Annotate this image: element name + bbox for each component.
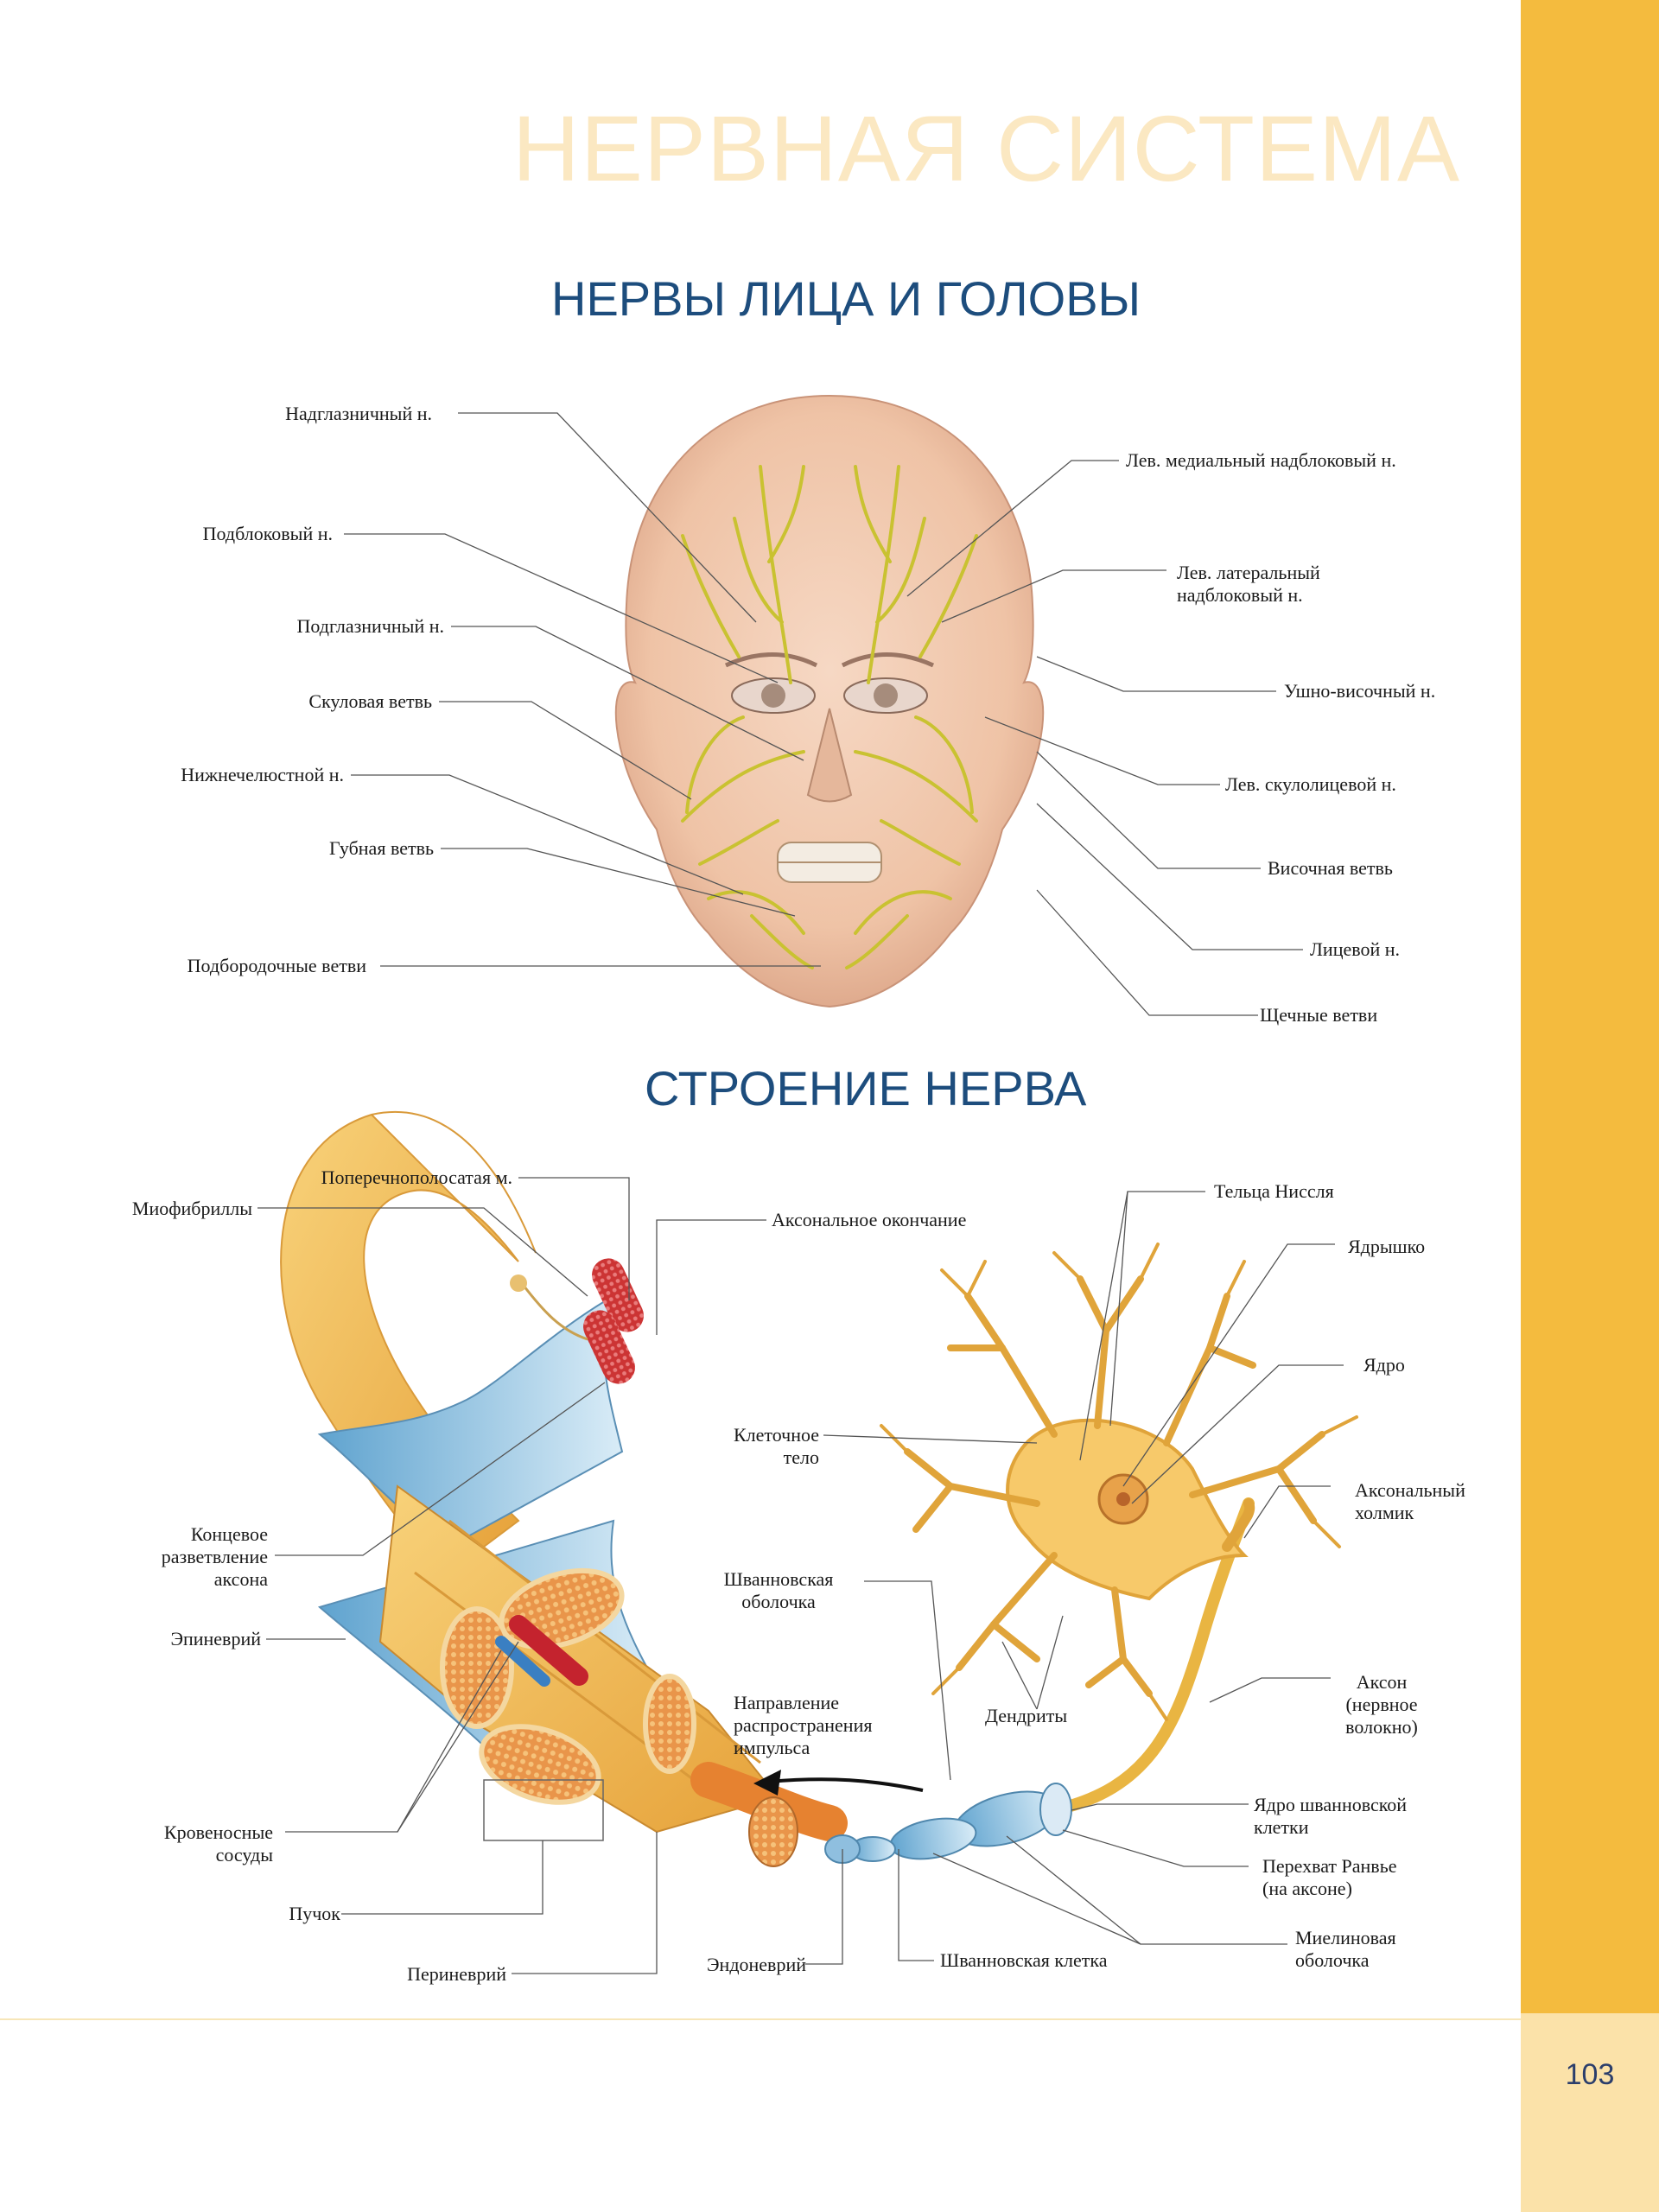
label-impulse-direction-line3: импульса	[734, 1737, 810, 1758]
blood-vessel-red	[509, 1615, 588, 1686]
label-auriculotemporal-nerve: Ушно-височный н.	[1284, 680, 1436, 702]
label-infratrochlear-nerve: Подблоковый н.	[202, 523, 333, 544]
label-axon-terminal: Аксональное окончание	[772, 1209, 967, 1230]
side-accent-bar-footer	[1521, 2013, 1659, 2212]
facial-nerves	[681, 465, 978, 969]
label-buccal-branches: Щечные ветви	[1260, 1004, 1378, 1026]
face-illustration	[614, 394, 1045, 1008]
label-medial-supratrochlear-nerve: Лев. медиальный надблоковый н.	[1126, 449, 1396, 471]
label-axon-line2: (нервное	[1345, 1694, 1418, 1715]
side-accent-bar	[1521, 0, 1659, 2013]
nerve-leader-lines	[257, 1177, 1344, 1974]
label-impulse-direction-line1: Направление	[734, 1692, 840, 1713]
neuron-nucleolus	[1116, 1492, 1130, 1506]
label-cell-body-line1: Клеточное	[733, 1424, 819, 1446]
label-schwann-cell: Шванновская клетка	[940, 1949, 1108, 1971]
nose	[806, 708, 853, 803]
label-myofibrils: Миофибриллы	[131, 1198, 252, 1219]
label-myelin-sheath-line1: Миелиновая	[1295, 1927, 1396, 1948]
face-leader-lines	[344, 412, 1303, 1016]
label-terminal-branching-line3: аксона	[213, 1568, 268, 1590]
axon-hillock	[1222, 1498, 1255, 1552]
label-terminal-branching-line2: разветвление	[161, 1546, 268, 1567]
nerve-section-title: СТРОЕНИЕ НЕРВА	[645, 1061, 1087, 1116]
fascicle-cross-section-4	[643, 1674, 696, 1774]
blood-vessel-blue	[495, 1636, 550, 1687]
label-axon-line3: волокно)	[1345, 1716, 1418, 1738]
label-blood-vessels-line1: Кровеносные	[163, 1821, 273, 1843]
label-dendrites: Дендриты	[985, 1705, 1068, 1726]
label-schwann-nucleus-line2: клетки	[1254, 1816, 1309, 1838]
head-shape	[614, 394, 1045, 1008]
label-lateral-supratrochlear-line2: надблоковый н.	[1177, 584, 1303, 606]
label-myelin-sheath-line2: оболочка	[1295, 1949, 1370, 1971]
nerve-bundle-illustration	[280, 1110, 848, 1867]
label-labial-branch: Губная ветвь	[329, 837, 434, 859]
label-zygomaticofacial-nerve: Лев. скулолицевой н.	[1225, 773, 1396, 795]
label-endoneurium: Эндоневрий	[707, 1954, 806, 1975]
impulse-direction-arrow	[753, 1770, 924, 1796]
label-terminal-branching-line1: Концевое	[190, 1523, 268, 1545]
neuron-illustration	[880, 1243, 1358, 1721]
label-perineurium: Периневрий	[407, 1963, 506, 1985]
footer-divider	[0, 2018, 1521, 2020]
label-lateral-supratrochlear-line1: Лев. латеральный	[1177, 562, 1320, 583]
label-ranvier-node-line2: (на аксоне)	[1262, 1878, 1352, 1899]
label-infraorbital-nerve: Подглазничный н.	[296, 615, 445, 637]
label-schwann-sheath-line2: оболочка	[741, 1591, 816, 1612]
label-blood-vessels-line2: сосуды	[215, 1844, 273, 1866]
label-zygomatic-branch: Скуловая ветвь	[308, 690, 432, 712]
label-axon-line1: Аксон	[1356, 1671, 1408, 1693]
label-facial-nerve: Лицевой н.	[1310, 938, 1401, 960]
label-schwann-sheath-line1: Шванновская	[723, 1568, 834, 1590]
label-mandibular-nerve: Нижнечелюстной н.	[181, 764, 344, 785]
chapter-title: НЕРВНАЯ СИСТЕМА	[512, 96, 1460, 200]
label-fascicle: Пучок	[289, 1903, 340, 1924]
striated-muscle-illustration	[510, 1258, 644, 1384]
fascicle-cross-section-3	[479, 1724, 601, 1805]
face-section-title: НЕРВЫ ЛИЦА И ГОЛОВЫ	[551, 271, 1141, 326]
label-striated-muscle: Поперечнополосатая м.	[321, 1166, 512, 1188]
label-supraorbital-nerve: Надглазничный н.	[285, 403, 432, 424]
label-temporal-branch: Височная ветвь	[1268, 857, 1393, 879]
label-nucleolus: Ядрышко	[1348, 1236, 1426, 1257]
label-cell-body-line2: тело	[783, 1446, 819, 1468]
label-impulse-direction-line2: распространения	[734, 1714, 873, 1736]
label-ranvier-node-line1: Перехват Ранвье	[1262, 1855, 1397, 1877]
label-axon-hillock-line2: холмик	[1355, 1502, 1414, 1523]
page-number: 103	[1565, 2058, 1615, 2091]
label-schwann-nucleus-line1: Ядро шванновской	[1254, 1794, 1408, 1815]
label-mental-branches: Подбородочные ветви	[187, 955, 366, 976]
fascicle-cross-section-2	[440, 1606, 514, 1729]
label-axon-hillock-line1: Аксональный	[1355, 1479, 1465, 1501]
fascicle-highlight-box	[483, 1779, 604, 1841]
label-epineurium: Эпиневрий	[170, 1628, 261, 1649]
label-nucleus: Ядро	[1363, 1354, 1405, 1376]
label-nissl-bodies: Тельца Ниссля	[1214, 1180, 1334, 1202]
